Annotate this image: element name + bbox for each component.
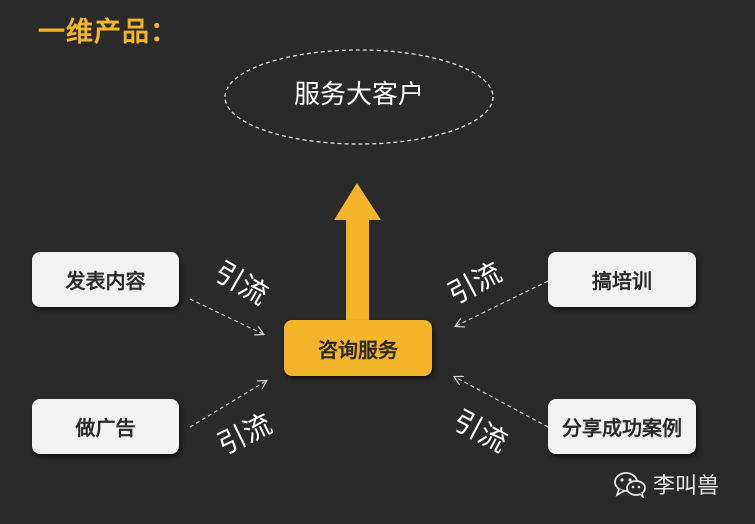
watermark: 李叫兽	[613, 468, 719, 500]
up-arrow	[334, 183, 381, 322]
connector-top-right	[456, 280, 549, 326]
channel-box-training: 搞培训	[548, 252, 696, 307]
connector-lines	[189, 280, 549, 428]
wechat-icon	[614, 472, 646, 498]
channel-box-case-sharing: 分享成功案例	[548, 399, 696, 454]
channel-box-publish-content: 发表内容	[32, 252, 179, 307]
center-service-box: 咨询服务	[284, 320, 432, 376]
channel-box-advertising: 做广告	[32, 399, 179, 454]
connector-bottom-left	[189, 381, 266, 428]
goal-label: 服务大客户	[293, 80, 424, 110]
page-title: 一维产品：	[38, 17, 178, 48]
watermark-author: 李叫兽	[653, 474, 720, 499]
connector-bottom-right	[455, 377, 549, 428]
goal-ellipse	[224, 49, 494, 145]
